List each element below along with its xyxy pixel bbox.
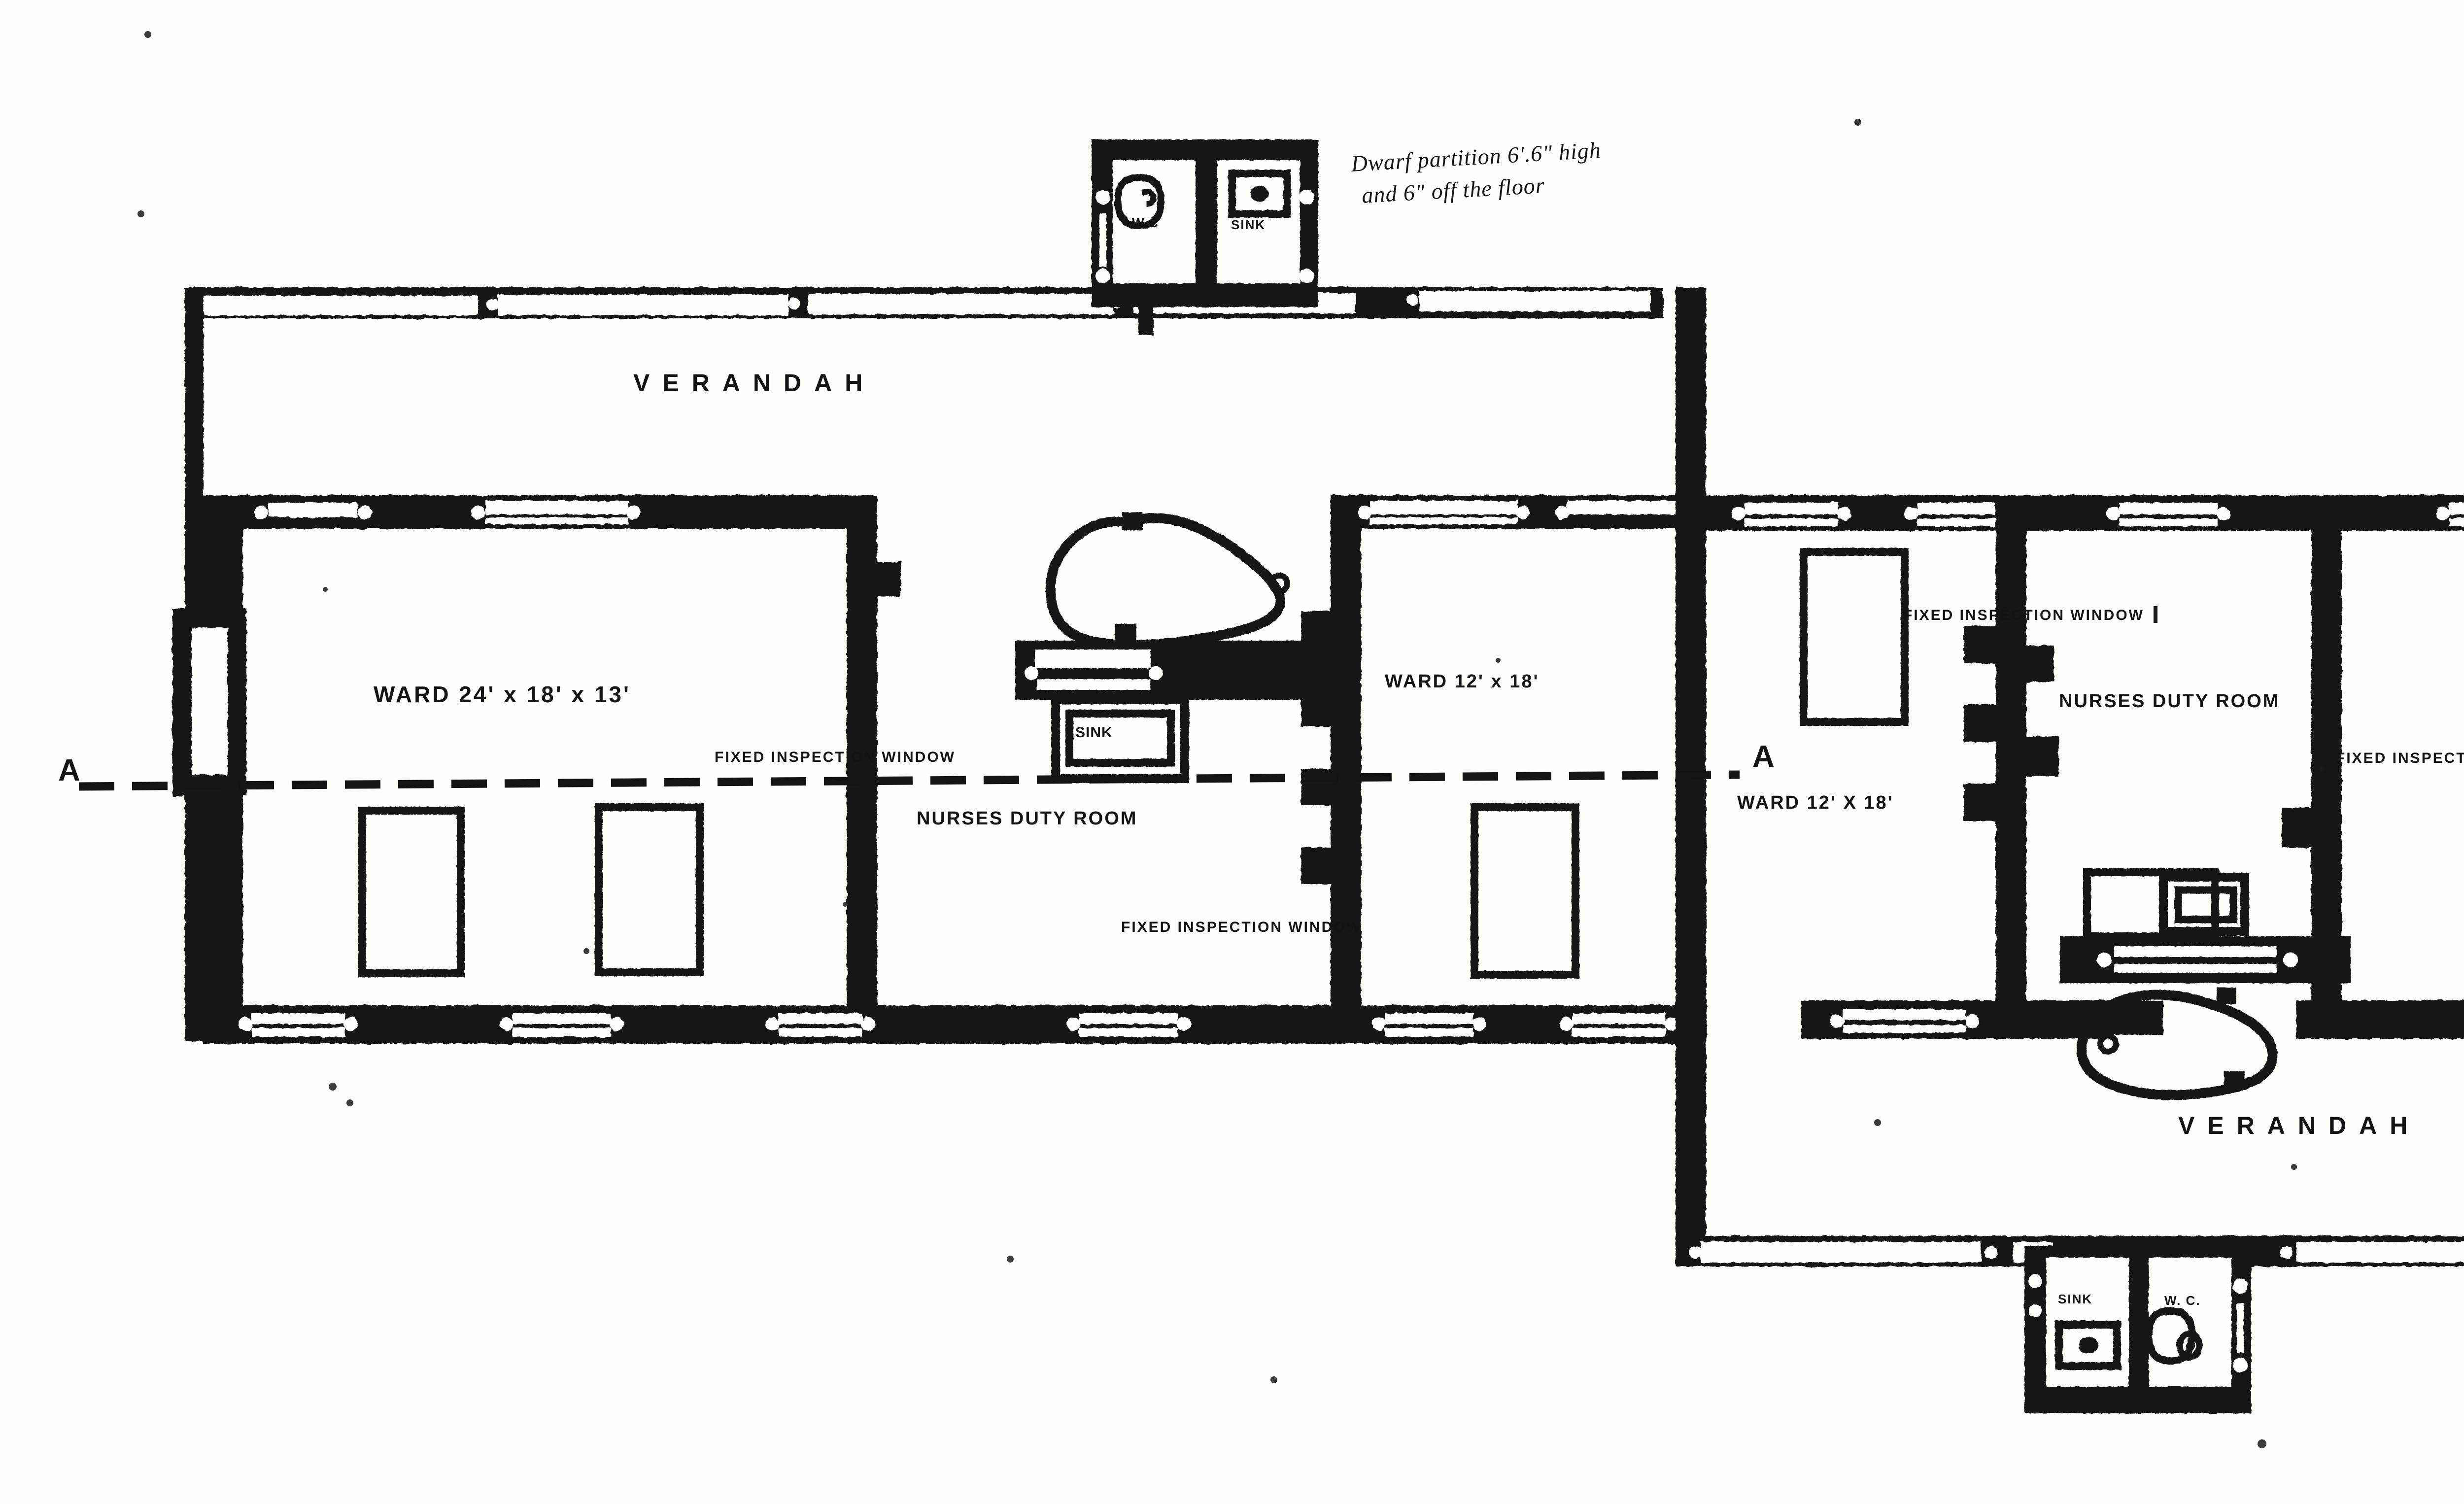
bed-outline: [358, 807, 465, 977]
label-ward-left-large: WARD 24' x 18' x 13': [374, 682, 631, 707]
label-top-wc: W.C: [1132, 215, 1160, 230]
section-marker-left-a: A: [58, 753, 80, 787]
label-fixed-inspection-window-1: FIXED INSPECTION WINDOW: [715, 749, 956, 765]
label-bottom-sink: SINK: [2058, 1292, 2093, 1306]
right-ward-top-wall: [1685, 495, 2464, 531]
label-fixed-inspection-window-4: FIXED INSPECTION WINDOW: [2336, 750, 2464, 766]
label-ward-right-small: WARD 12' X 18': [1737, 792, 1894, 813]
left-ward-west-door-leaf: [186, 622, 234, 781]
right-small-ward-west-wall: [1676, 495, 1706, 1037]
bottom-sanitary-annex: [2024, 1246, 2251, 1413]
right-ward-bottom-wall: [1801, 1000, 2464, 1039]
left-ward-partition-wall: [847, 495, 901, 1042]
section-marker-right-a: A: [1752, 740, 1775, 774]
label-verandah-top: VERANDAH: [633, 369, 876, 397]
label-top-sink: SINK: [1231, 217, 1266, 232]
left-wing-walls: [172, 287, 1707, 1046]
left-ward-top-wall: [207, 495, 848, 529]
left-verandah-outer-wall: [185, 287, 1663, 318]
section-line-a-horizontal: [78, 770, 1740, 791]
left-duty-fixtures: [1015, 513, 1355, 783]
bed-outline: [1471, 803, 1579, 979]
label-nurses-duty-right: NURSES DUTY ROOM: [2059, 691, 2280, 712]
left-wing-bed-outlines: [358, 548, 1909, 979]
label-verandah-bottom: VERANDAH: [2178, 1112, 2421, 1139]
right-duty-fixtures: [2060, 868, 2351, 1100]
label-bottom-wc: W. C.: [2164, 1293, 2201, 1308]
paper-specks: [137, 31, 2324, 1448]
label-fixed-inspection-window-3: FIXED INSPECTION WINDOW: [1903, 607, 2144, 623]
left-duty-east-wall: [1301, 495, 1361, 1042]
edge-tick-mark: [2154, 606, 2157, 623]
right-wing-walls: [1676, 495, 2464, 1266]
right-duty-door-jamb: [2282, 808, 2316, 848]
left-ward-bottom-wall: [204, 1005, 1707, 1044]
top-sanitary-annex: [1092, 139, 1318, 335]
label-fixed-inspection-window-2: FIXED INSPECTION WINDOW: [1121, 919, 1362, 935]
right-small-ward-east-wall: [1964, 495, 2059, 1037]
label-sink-left-duty: SINK: [1075, 724, 1113, 741]
bed-outline: [595, 803, 704, 976]
label-ward-left-small: WARD 12' x 18': [1385, 671, 1540, 692]
bed-outline: [1800, 548, 1909, 726]
label-nurses-duty-left: NURSES DUTY ROOM: [917, 808, 1138, 829]
